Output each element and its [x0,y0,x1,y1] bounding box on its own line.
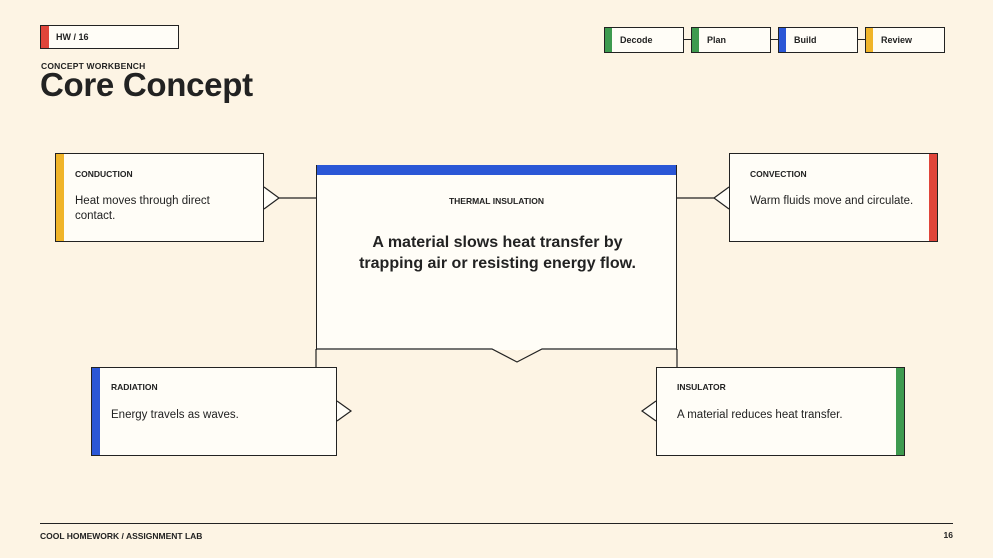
radiation-label: RADIATION [111,382,158,392]
radiation-card: RADIATION Energy travels as waves. [91,367,337,456]
step-build-label: Build [794,35,817,45]
conduction-accent [56,154,64,241]
section-kicker: CONCEPT WORKBENCH [41,61,146,71]
footer-brand: COOL HOMEWORK / ASSIGNMENT LAB [40,531,203,541]
conduction-label: CONDUCTION [75,169,133,179]
convection-text: Warm fluids move and circulate. [750,195,914,207]
footer-divider [40,523,953,525]
assignment-tag: HW / 16 [40,25,179,49]
step-review-label: Review [881,35,913,45]
convection-card: CONVECTION Warm fluids move and circulat… [729,153,938,242]
conduction-pointer [263,186,281,210]
step-decode-accent [605,28,612,52]
insulator-text: A material reduces heat transfer. [677,409,843,421]
conduction-card: CONDUCTION Heat moves through direct con… [55,153,264,242]
insulator-card: INSULATOR A material reduces heat transf… [656,367,905,456]
central-concept-card: THERMAL INSULATION A material slows heat… [316,165,677,350]
tag-accent [41,26,49,48]
step-connector [771,39,780,41]
step-connector [684,39,693,41]
step-review-accent [866,28,873,52]
page-number: 16 [943,530,953,540]
insulator-pointer [640,400,657,422]
step-decode[interactable]: Decode [604,27,684,53]
step-decode-label: Decode [620,35,653,45]
step-build-accent [779,28,786,52]
central-concept-label: THERMAL INSULATION [448,196,545,206]
radiation-accent [92,368,100,455]
page-title: Core Concept [40,66,253,103]
conduction-text: Heat moves through direct contact. [75,195,210,222]
insulator-label: INSULATOR [677,382,726,392]
step-build[interactable]: Build [778,27,858,53]
central-card-notch [316,348,677,363]
step-review[interactable]: Review [865,27,945,53]
convection-accent [929,154,937,241]
step-plan[interactable]: Plan [691,27,771,53]
step-connector [858,39,867,41]
insulator-accent [896,368,904,455]
step-plan-label: Plan [707,35,727,45]
assignment-tag-label: HW / 16 [56,32,89,42]
radiation-pointer [336,400,353,422]
convection-label: CONVECTION [750,169,807,179]
central-concept-accent [317,165,676,175]
radiation-text: Energy travels as waves. [111,409,239,421]
convection-pointer [712,186,730,210]
central-concept-text: A material slows heat transfer by trappi… [359,234,636,272]
step-plan-accent [692,28,699,52]
